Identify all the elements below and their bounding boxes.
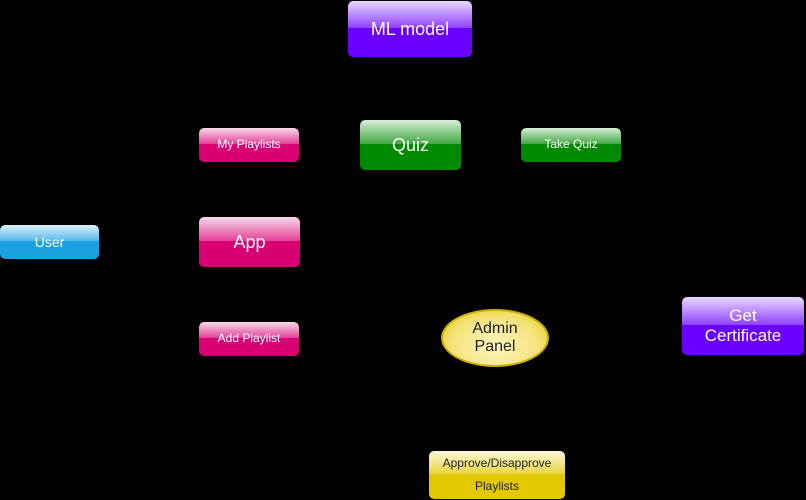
my-playlists-node: My Playlists <box>199 128 299 162</box>
get-certificate-line1: Get <box>729 306 757 326</box>
quiz-label: Quiz <box>391 134 429 155</box>
user-label: User <box>34 233 65 250</box>
approve-playlists-line1: Approve/Disapprove <box>442 456 552 471</box>
ml-model-node: ML model <box>348 1 472 57</box>
app-node: App <box>199 217 300 267</box>
ml-model-label: ML model <box>370 18 450 39</box>
add-playlist-label: Add Playlist <box>217 331 281 346</box>
admin-panel-label: Admin Panel <box>472 320 517 357</box>
get-certificate-line2: Certificate <box>704 326 782 345</box>
add-playlist-node: Add Playlist <box>199 322 299 356</box>
get-certificate-label: Get Certificate <box>705 306 782 345</box>
quiz-node: Quiz <box>360 120 461 170</box>
admin-panel-line2: Panel <box>474 338 516 355</box>
admin-panel-node: Admin Panel <box>441 309 549 367</box>
take-quiz-node: Take Quiz <box>521 128 621 162</box>
user-node: User <box>0 225 99 259</box>
get-certificate-node: Get Certificate <box>682 297 804 355</box>
my-playlists-label: My Playlists <box>217 137 281 152</box>
approve-playlists-line2: Playlists <box>474 479 519 493</box>
admin-panel-line1: Admin <box>472 319 518 337</box>
take-quiz-label: Take Quiz <box>544 137 598 152</box>
approve-playlists-node: Approve/Disapprove Playlists <box>429 451 565 499</box>
app-label: App <box>233 231 266 252</box>
approve-playlists-label: Approve/Disapprove Playlists <box>443 452 552 498</box>
